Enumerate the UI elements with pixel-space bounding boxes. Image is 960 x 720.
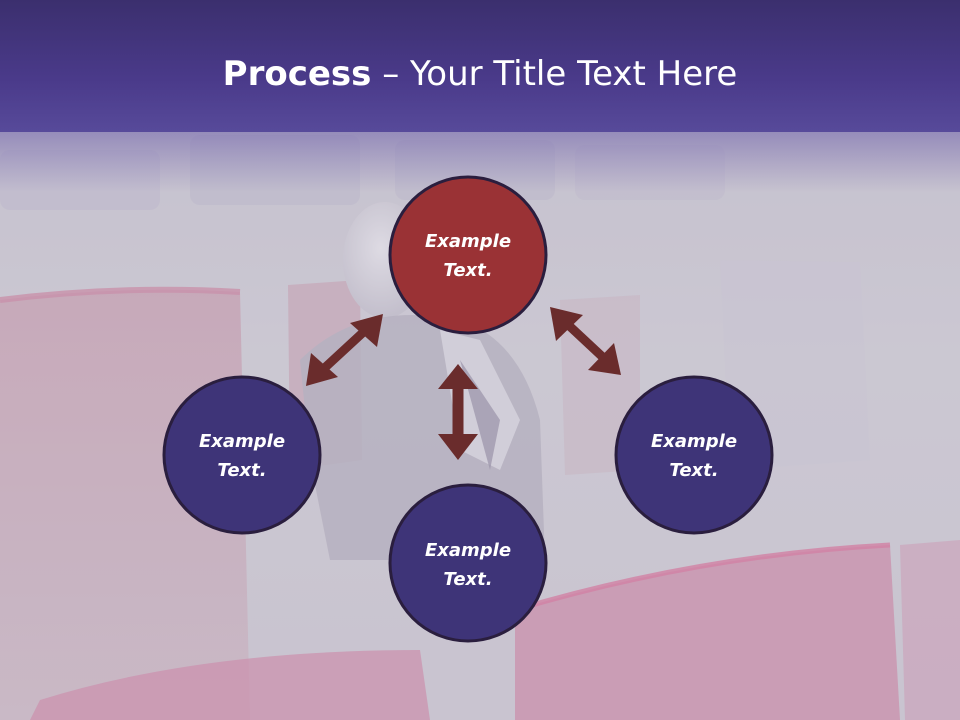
title-rest: Your Title Text Here bbox=[410, 54, 738, 94]
arrow-top-left bbox=[306, 314, 383, 386]
arrow-top-right bbox=[550, 307, 621, 375]
node-top-line2: Text. bbox=[443, 260, 492, 281]
node-left-line1: Example bbox=[199, 431, 285, 452]
arrow-vertical bbox=[438, 364, 478, 460]
node-left: Example Text. bbox=[162, 375, 322, 535]
title-dash: – bbox=[371, 54, 411, 94]
node-right: Example Text. bbox=[614, 375, 774, 535]
title-bold: Process bbox=[222, 54, 372, 94]
node-bottom: Example Text. bbox=[388, 483, 548, 643]
node-left-line2: Text. bbox=[217, 460, 266, 481]
node-bottom-line1: Example bbox=[425, 540, 511, 561]
node-right-line2: Text. bbox=[669, 460, 718, 481]
title-header-band bbox=[0, 0, 960, 132]
node-bottom-line2: Text. bbox=[443, 569, 492, 590]
node-top-line1: Example bbox=[425, 231, 511, 252]
node-top: Example Text. bbox=[388, 175, 548, 335]
slide-title: Process – Your Title Text Here bbox=[0, 50, 960, 98]
node-right-line1: Example bbox=[651, 431, 737, 452]
